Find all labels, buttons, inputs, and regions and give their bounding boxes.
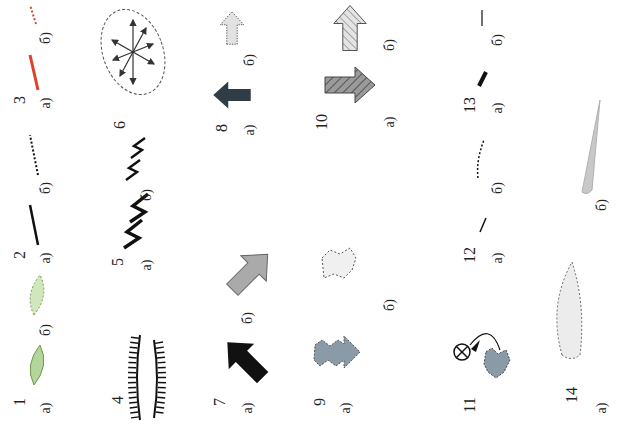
callout-number: 13: [462, 97, 478, 113]
variant-label: б): [595, 199, 609, 211]
blob-symbol: [557, 262, 582, 359]
variant-label: а): [140, 260, 154, 271]
arrow-symbol: [314, 336, 360, 368]
arrow-symbol: [213, 82, 251, 109]
variant-label: а): [39, 253, 53, 264]
arrow-symbol: [220, 12, 243, 45]
callout-number: 3: [12, 96, 28, 104]
blob-symbol: [322, 248, 356, 278]
callout-number: 5: [110, 258, 126, 266]
callout-number: 14: [564, 387, 580, 403]
variant-label: а): [339, 403, 353, 414]
callout-number: 8: [214, 124, 230, 132]
blade-symbol: [582, 100, 600, 194]
variant-label: а): [595, 403, 609, 414]
arrow-symbol: [215, 330, 276, 391]
arrow-symbol: [325, 67, 375, 103]
callout-number: 2: [12, 251, 28, 259]
line-symbol: [481, 10, 482, 26]
line-symbol: [478, 140, 484, 178]
variant-label: а): [491, 253, 505, 264]
variant-label: а): [383, 117, 397, 128]
zigzag-symbol: [126, 160, 140, 180]
zigzag-symbol: [124, 220, 142, 248]
callout-number: 6: [112, 121, 128, 129]
variant-label: б): [383, 39, 397, 51]
variant-label: б): [241, 312, 255, 324]
line-symbol: [30, 205, 38, 245]
leaf-symbol: [30, 345, 44, 385]
leaf-symbol: [30, 275, 44, 315]
variant-label: б): [39, 32, 53, 44]
arrow-symbol: [334, 5, 366, 50]
callout-number: 10: [314, 114, 330, 130]
line-symbol: [479, 72, 486, 86]
variant-label: а): [39, 403, 53, 414]
variant-label: б): [243, 54, 257, 66]
callout-number: 11: [462, 397, 478, 412]
variant-label: а): [241, 403, 255, 414]
variant-label: б): [491, 182, 505, 194]
callout-number: 4: [110, 396, 126, 404]
variant-label: а): [491, 103, 505, 114]
ellipse-symbol: [90, 0, 176, 103]
variant-label: б): [39, 182, 53, 194]
callout-number: 1: [12, 398, 28, 406]
variant-label: а): [39, 98, 53, 109]
source-symbol: [454, 334, 510, 378]
scarp-symbol: [159, 342, 162, 416]
variant-label: а): [243, 125, 257, 136]
line-symbol: [30, 5, 36, 24]
arrow-symbol: [220, 242, 281, 303]
variant-label: б): [383, 299, 397, 311]
variant-label: б): [491, 34, 505, 46]
line-symbol: [30, 55, 38, 90]
scarp-symbol: [132, 337, 135, 418]
callout-number: 12: [462, 247, 478, 263]
line-symbol: [480, 218, 486, 232]
callout-number: 7: [212, 398, 228, 406]
callout-number: 9: [312, 398, 328, 406]
line-symbol: [30, 135, 38, 175]
zigzag-symbol: [131, 138, 145, 158]
variant-label: б): [39, 324, 53, 336]
variant-label: б): [140, 189, 154, 201]
